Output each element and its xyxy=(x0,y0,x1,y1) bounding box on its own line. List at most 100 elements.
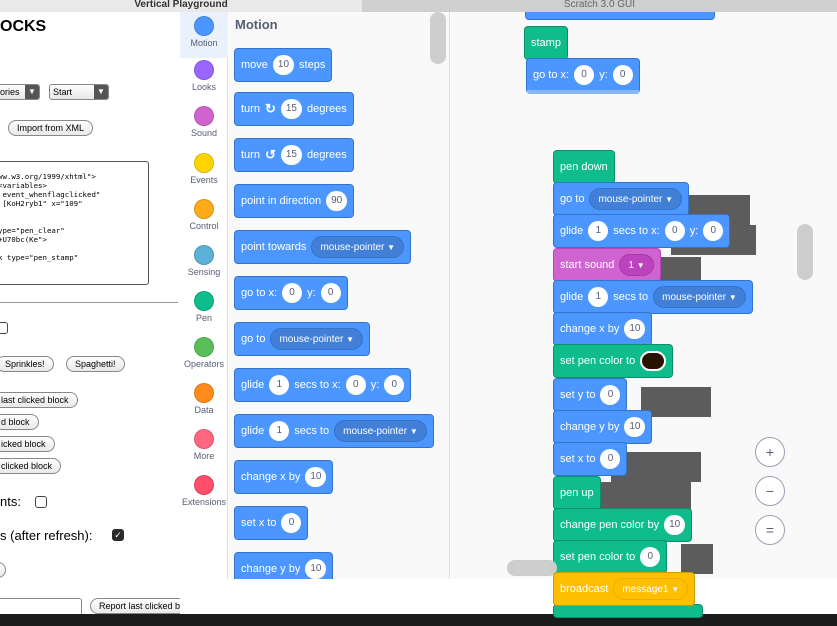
block-cut-off-bottom[interactable] xyxy=(553,604,703,618)
block-dropdown[interactable]: 1 ▼ xyxy=(619,254,654,276)
block-number-input[interactable]: 0 xyxy=(600,449,621,469)
block-dropdown[interactable]: mouse-pointer ▼ xyxy=(589,188,683,210)
block-number-input[interactable]: 0 xyxy=(612,64,633,85)
category-events[interactable]: Events xyxy=(180,153,228,185)
block-pen-down[interactable]: pen down xyxy=(553,150,615,184)
block-change-x-ws[interactable]: change x by 10 xyxy=(553,312,653,346)
category-extensions[interactable]: Extensions xyxy=(180,475,228,507)
category-operators[interactable]: Operators xyxy=(180,337,228,369)
block-number-input[interactable]: 0 xyxy=(703,221,724,241)
block-dropdown[interactable]: mouse-pointer ▼ xyxy=(270,328,364,350)
block-dropdown[interactable]: mouse-pointer ▼ xyxy=(653,286,746,308)
option-checkbox-1[interactable] xyxy=(35,496,47,508)
block-number-input[interactable]: 0 xyxy=(384,375,405,395)
block-stamp[interactable]: stamp xyxy=(524,26,568,60)
block-set-pen-color-num[interactable]: set pen color to 0 xyxy=(553,540,668,574)
workspace-scrollbar-vertical[interactable] xyxy=(797,224,813,280)
block-number-input[interactable]: 10 xyxy=(624,319,646,339)
category-more[interactable]: More xyxy=(180,429,228,461)
block-number-input[interactable]: 0 xyxy=(282,283,303,303)
category-control[interactable]: Control xyxy=(180,199,228,231)
block-turn-left[interactable]: turn ↺ 15 degrees xyxy=(234,138,354,172)
workspace-scrollbar-horizontal[interactable] xyxy=(507,560,557,576)
zoom-reset-button[interactable]: = xyxy=(755,515,785,545)
flyout-scrollbar[interactable] xyxy=(430,12,446,64)
block-number-input[interactable]: 10 xyxy=(624,417,646,437)
color-swatch[interactable] xyxy=(640,351,667,371)
block-number-input[interactable]: 15 xyxy=(280,99,302,119)
import-xml-button[interactable]: Import from XML xyxy=(8,120,94,136)
block-number-input[interactable]: 1 xyxy=(588,221,609,241)
block-go-to[interactable]: go to mouse-pointer ▼ xyxy=(234,322,371,356)
tab-vertical-playground[interactable]: Vertical Playground xyxy=(0,0,362,12)
zoom-in-button[interactable]: + xyxy=(755,437,785,467)
block-set-x[interactable]: set x to 0 xyxy=(234,506,309,540)
script-workspace[interactable]: stamp go to x: 0 y: 0 pen down go to mou… xyxy=(451,12,837,579)
block-number-input[interactable]: 0 xyxy=(345,375,366,395)
block-number-input[interactable]: 0 xyxy=(600,385,621,405)
start-select[interactable]: Start ▼ xyxy=(49,84,109,100)
category-motion[interactable]: Motion xyxy=(180,12,228,58)
category-looks[interactable]: Looks xyxy=(180,60,228,92)
block-glide-to[interactable]: glide 1 secs to mouse-pointer ▼ xyxy=(234,414,434,448)
zoom-out-button[interactable]: − xyxy=(755,476,785,506)
block-dropdown[interactable]: message1 ▼ xyxy=(613,578,689,600)
block-glide-to-ws[interactable]: glide 1 secs to mouse-pointer ▼ xyxy=(553,280,753,314)
block-broadcast[interactable]: broadcast message1 ▼ xyxy=(553,572,696,606)
block-dropdown[interactable]: mouse-pointer ▼ xyxy=(334,420,427,442)
block-cut-off[interactable] xyxy=(525,12,715,20)
block-glide-xy[interactable]: glide 1 secs to x: 0 y: 0 xyxy=(234,368,412,402)
round-button[interactable] xyxy=(0,562,6,578)
block-number-input[interactable]: 10 xyxy=(305,467,327,487)
block-change-pen-color[interactable]: change pen color by 10 xyxy=(553,508,693,542)
block-change-y[interactable]: change y by 10 xyxy=(234,552,334,579)
block-go-to-xy-top[interactable]: go to x: 0 y: 0 xyxy=(526,58,640,94)
block-set-x-ws[interactable]: set x to 0 xyxy=(553,442,628,476)
block-set-y[interactable]: set y to 0 xyxy=(553,378,628,412)
block-pen-up[interactable]: pen up xyxy=(553,476,601,510)
block-turn-right[interactable]: turn ↻ 15 degrees xyxy=(234,92,354,126)
block-change-y-ws[interactable]: change y by 10 xyxy=(553,410,653,444)
block-set-pen-color[interactable]: set pen color to xyxy=(553,344,674,378)
block-number-input[interactable]: 90 xyxy=(326,191,348,211)
block-dropdown[interactable]: mouse-pointer ▼ xyxy=(311,236,405,258)
block-glide-xy-ws[interactable]: glide 1 secs to x: 0 y: 0 xyxy=(553,214,731,248)
block-number-input[interactable]: 0 xyxy=(664,221,685,241)
category-pen[interactable]: Pen xyxy=(180,291,228,323)
category-sound[interactable]: Sound xyxy=(180,106,228,138)
xml-textarea[interactable]: ww.w3.org/1999/xhtml"> <variables> event… xyxy=(0,161,149,285)
block-number-input[interactable]: 10 xyxy=(664,515,686,535)
block-start-sound[interactable]: start sound 1 ▼ xyxy=(553,248,661,282)
report-last-clicked-button[interactable]: Report last clicked block xyxy=(90,598,180,614)
checkbox[interactable] xyxy=(0,322,8,334)
block-number-input[interactable]: 10 xyxy=(272,55,295,75)
block-number-input[interactable]: 0 xyxy=(574,64,595,85)
block-go-to-xy[interactable]: go to x: 0 y: 0 xyxy=(234,276,348,310)
block-move-steps[interactable]: move 10 steps xyxy=(234,48,333,82)
block-number-input[interactable]: 1 xyxy=(269,375,290,395)
block-number-input[interactable]: 1 xyxy=(588,287,609,307)
block-number-input[interactable]: 15 xyxy=(280,145,302,165)
block-go-to-ws[interactable]: go to mouse-pointer ▼ xyxy=(553,182,690,216)
block-number-input[interactable]: 0 xyxy=(640,547,661,567)
block-point-in-direction[interactable]: point in direction 90 xyxy=(234,184,355,218)
category-sensing[interactable]: Sensing xyxy=(180,245,228,277)
sprinkles-button[interactable]: Sprinkles! xyxy=(0,356,54,372)
clicked-block-button-2[interactable]: d block xyxy=(0,414,39,430)
category-data[interactable]: Data xyxy=(180,383,228,415)
spaghetti-button[interactable]: Spaghetti! xyxy=(66,356,125,372)
block-point-towards[interactable]: point towards mouse-pointer ▼ xyxy=(234,230,412,264)
block-number-input[interactable]: 10 xyxy=(305,559,327,579)
categories-select[interactable]: ories ▼ xyxy=(0,84,40,100)
clicked-block-button-3[interactable]: icked block xyxy=(0,436,55,452)
block-change-x[interactable]: change x by 10 xyxy=(234,460,334,494)
block-number-input[interactable]: 0 xyxy=(281,513,302,533)
tab-scratch-gui[interactable]: Scratch 3.0 GUI xyxy=(362,0,837,12)
block-text: set pen color to xyxy=(560,355,636,367)
last-clicked-block-button[interactable]: last clicked block xyxy=(0,392,78,408)
events-dot-icon xyxy=(194,153,214,173)
option-checkbox-2[interactable]: ✓ xyxy=(112,529,124,541)
block-number-input[interactable]: 0 xyxy=(320,283,341,303)
block-number-input[interactable]: 1 xyxy=(269,421,290,441)
clicked-block-button-4[interactable]: clicked block xyxy=(0,458,62,474)
